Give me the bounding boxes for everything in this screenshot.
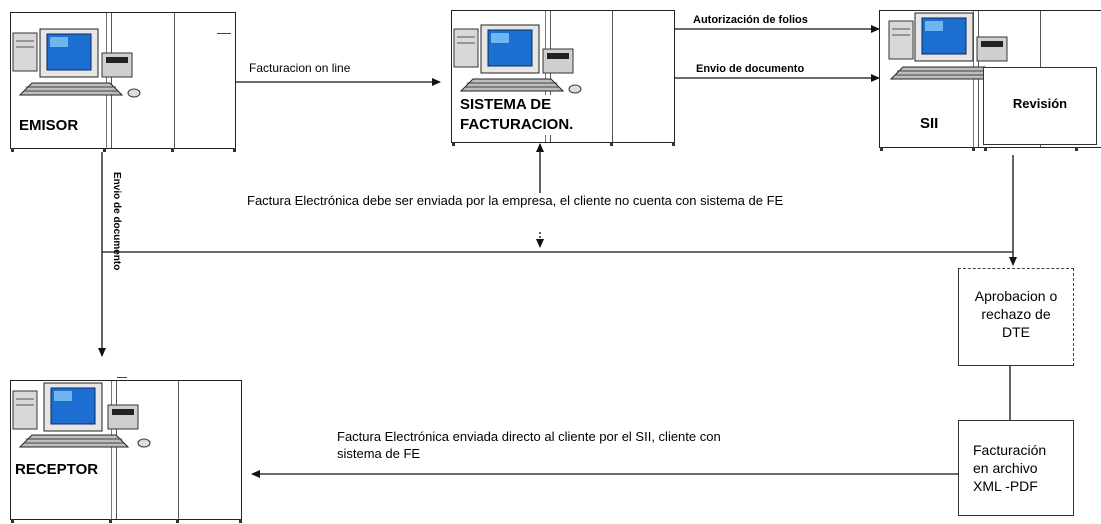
- edge-label-envio-documento-sii: Envio de documento: [696, 63, 805, 75]
- cabinet-foot: [11, 148, 14, 152]
- computer-icon: [12, 382, 151, 448]
- sistema-label: SISTEMA DE FACTURACION.: [460, 95, 600, 135]
- receptor-node[interactable]: RECEPTOR: [10, 377, 242, 523]
- cabinet-foot: [109, 519, 112, 523]
- cabinet-divider: [550, 11, 551, 142]
- edge-label-facturacion-online: Facturacion on line: [249, 61, 351, 75]
- aprobacion-box[interactable]: Aprobacion o rechazo de DTE: [958, 268, 1074, 366]
- receptor-label: RECEPTOR: [15, 461, 99, 478]
- cabinet-foot: [103, 148, 106, 152]
- cabinet-divider: [174, 13, 175, 148]
- edge-label-autorizacion-folios: Autorización de folios: [693, 14, 808, 26]
- note-empresa: Factura Electrónica debe ser enviada por…: [247, 193, 784, 208]
- emisor-label: EMISOR: [19, 117, 79, 134]
- sistema-node[interactable]: SISTEMA DE FACTURACION.: [451, 10, 675, 146]
- computer-icon: [12, 28, 141, 98]
- sii-node[interactable]: SII Revisión: [879, 10, 1101, 151]
- computer-icon: [453, 24, 582, 94]
- cabinet-foot: [176, 519, 179, 523]
- cabinet-divider: [178, 381, 179, 519]
- aprobacion-label: Aprobacion o rechazo de DTE: [974, 288, 1058, 340]
- cabinet-foot: [171, 148, 174, 152]
- cabinet-foot: [880, 147, 883, 151]
- cabinet-handle: [217, 33, 231, 34]
- cabinet-foot: [233, 148, 236, 152]
- sii-label: SII: [920, 115, 939, 132]
- cabinet-foot: [972, 147, 975, 151]
- cabinet-foot: [672, 142, 675, 146]
- cabinet-foot: [11, 519, 14, 523]
- cabinet-divider: [111, 13, 112, 148]
- cabinet-handle: [117, 377, 127, 378]
- revision-box: Revisión: [983, 67, 1097, 145]
- cabinet-divider: [545, 11, 546, 142]
- cabinet-foot: [452, 142, 455, 146]
- cabinet-divider: [111, 381, 112, 519]
- computer-icon: [888, 12, 1022, 82]
- revision-label: Revisión: [1012, 96, 1068, 111]
- facturacion-archivo-label: Facturación en archivo XML -PDF: [973, 442, 1047, 494]
- facturacion-archivo-box[interactable]: Facturación en archivo XML -PDF: [958, 420, 1074, 516]
- note-sii-directo-line1: Factura Electrónica enviada directo al c…: [337, 429, 721, 444]
- cabinet-divider: [612, 11, 613, 142]
- cabinet-divider: [106, 13, 107, 148]
- cabinet-foot: [1075, 147, 1078, 151]
- cabinet-foot: [610, 142, 613, 146]
- cabinet-foot: [239, 519, 242, 523]
- cabinet-divider: [116, 381, 117, 519]
- edge-label-envio-documento-receptor: Envio de documento: [111, 172, 122, 271]
- cabinet-foot: [984, 147, 987, 151]
- note-sii-directo-line2: sistema de FE: [337, 446, 421, 461]
- emisor-node[interactable]: EMISOR: [10, 12, 236, 152]
